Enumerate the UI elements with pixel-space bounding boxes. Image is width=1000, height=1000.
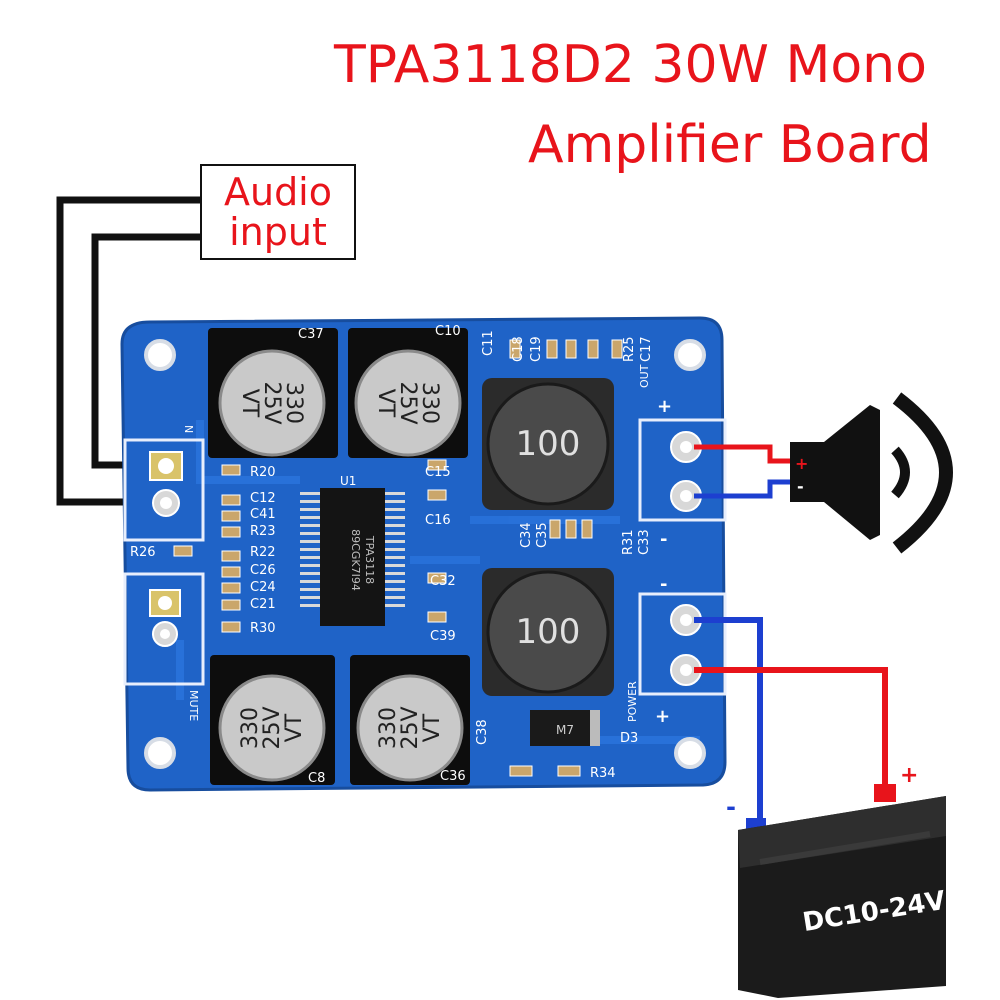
power-wires	[694, 617, 888, 830]
svg-text:330: 330	[238, 707, 263, 749]
svg-text:C17: C17	[639, 336, 654, 362]
ic-chip: U1 89CGK7I94 TPA3118	[300, 474, 405, 626]
svg-text:M7: M7	[556, 723, 574, 737]
svg-text:R34: R34	[590, 766, 616, 781]
svg-text:R23: R23	[250, 524, 276, 539]
svg-text:C10: C10	[435, 324, 461, 339]
pwr-plus-label: +	[655, 706, 670, 727]
out-minus-label: -	[660, 529, 667, 550]
power-connector: - + POWER	[626, 574, 727, 727]
svg-text:C8: C8	[308, 771, 325, 786]
diode-d3: M7	[530, 710, 600, 746]
svg-text:C15: C15	[425, 465, 451, 480]
svg-text:C32: C32	[430, 574, 456, 589]
svg-text:R20: R20	[250, 465, 276, 480]
output-connector: + - OUT	[638, 364, 727, 550]
title-line-2: Amplifier Board	[528, 115, 932, 175]
out-label: OUT	[638, 364, 651, 388]
inductor-top: 100	[482, 378, 614, 510]
battery-minus: -	[726, 793, 736, 821]
smd-components	[173, 339, 623, 777]
speaker-minus: -	[797, 477, 804, 496]
svg-text:VT: VT	[282, 713, 307, 742]
svg-text:R25: R25	[622, 336, 637, 362]
speaker-icon: + -	[790, 392, 953, 554]
speaker-wires	[694, 444, 800, 499]
svg-text:D3: D3	[620, 731, 638, 746]
svg-text:C11: C11	[481, 330, 496, 356]
svg-text:C38: C38	[475, 719, 490, 745]
svg-text:R22: R22	[250, 545, 276, 560]
capacitor-top-right: 330 25V VT	[348, 328, 468, 458]
mute-connector: MUTE	[123, 572, 205, 721]
svg-text:25V: 25V	[260, 706, 285, 749]
svg-text:U1: U1	[340, 474, 356, 488]
svg-text:330: 330	[417, 382, 442, 424]
svg-text:VT: VT	[373, 389, 398, 418]
svg-text:C35: C35	[535, 522, 550, 548]
svg-text:VT: VT	[237, 389, 262, 418]
svg-text:C21: C21	[250, 597, 276, 612]
svg-text:C24: C24	[250, 580, 276, 595]
speaker-plus: +	[795, 454, 808, 473]
svg-text:100: 100	[516, 612, 581, 652]
svg-text:C34: C34	[519, 522, 534, 548]
svg-text:330: 330	[376, 707, 401, 749]
amplifier-board: N MUTE + - OUT -	[120, 316, 727, 792]
battery-icon: DC10-24V - +	[726, 763, 948, 998]
svg-text:100: 100	[516, 424, 581, 464]
input-connector: N	[123, 425, 205, 542]
svg-text:25V: 25V	[395, 381, 420, 424]
audio-input-line-1: Audio	[223, 170, 332, 214]
svg-text:C33: C33	[637, 529, 652, 555]
power-label: POWER	[626, 681, 639, 722]
capacitor-top-left: 330 25V VT	[208, 328, 338, 458]
svg-text:C39: C39	[430, 629, 456, 644]
svg-text:C16: C16	[425, 513, 451, 528]
silkscreen-labels: C37 C10 C11 C18 C19 R25 C17 R20 C15 C16 …	[130, 324, 654, 786]
svg-text:C36: C36	[440, 769, 466, 784]
svg-text:R31: R31	[621, 529, 636, 555]
title-line-1: TPA3118D2 30W Mono	[334, 35, 927, 95]
audio-input-line-2: input	[229, 210, 327, 254]
capacitor-bottom-right: 330 25V VT	[350, 655, 470, 785]
svg-text:25V: 25V	[259, 381, 284, 424]
svg-text:89CGK7I94: 89CGK7I94	[349, 529, 362, 591]
svg-text:R30: R30	[250, 621, 276, 636]
svg-text:TPA3118: TPA3118	[363, 535, 376, 584]
svg-text:C18: C18	[511, 336, 526, 362]
mounting-holes	[144, 339, 706, 769]
svg-text:C26: C26	[250, 563, 276, 578]
inductor-bottom: 100	[482, 568, 614, 696]
pwr-minus-label: -	[660, 574, 667, 595]
out-plus-label: +	[657, 396, 672, 417]
mute-label: MUTE	[187, 690, 200, 721]
svg-text:R26: R26	[130, 545, 156, 560]
svg-text:C19: C19	[529, 336, 544, 362]
svg-text:C41: C41	[250, 507, 276, 522]
svg-text:VT: VT	[420, 713, 445, 742]
n-label: N	[182, 425, 195, 433]
svg-text:C37: C37	[298, 327, 324, 342]
audio-input-label-box: Audio input	[200, 164, 356, 260]
battery-plus: +	[900, 763, 918, 788]
svg-text:25V: 25V	[398, 706, 423, 749]
capacitor-bottom-left: 330 25V VT	[210, 655, 335, 785]
svg-text:330: 330	[281, 382, 306, 424]
svg-text:C12: C12	[250, 491, 276, 506]
